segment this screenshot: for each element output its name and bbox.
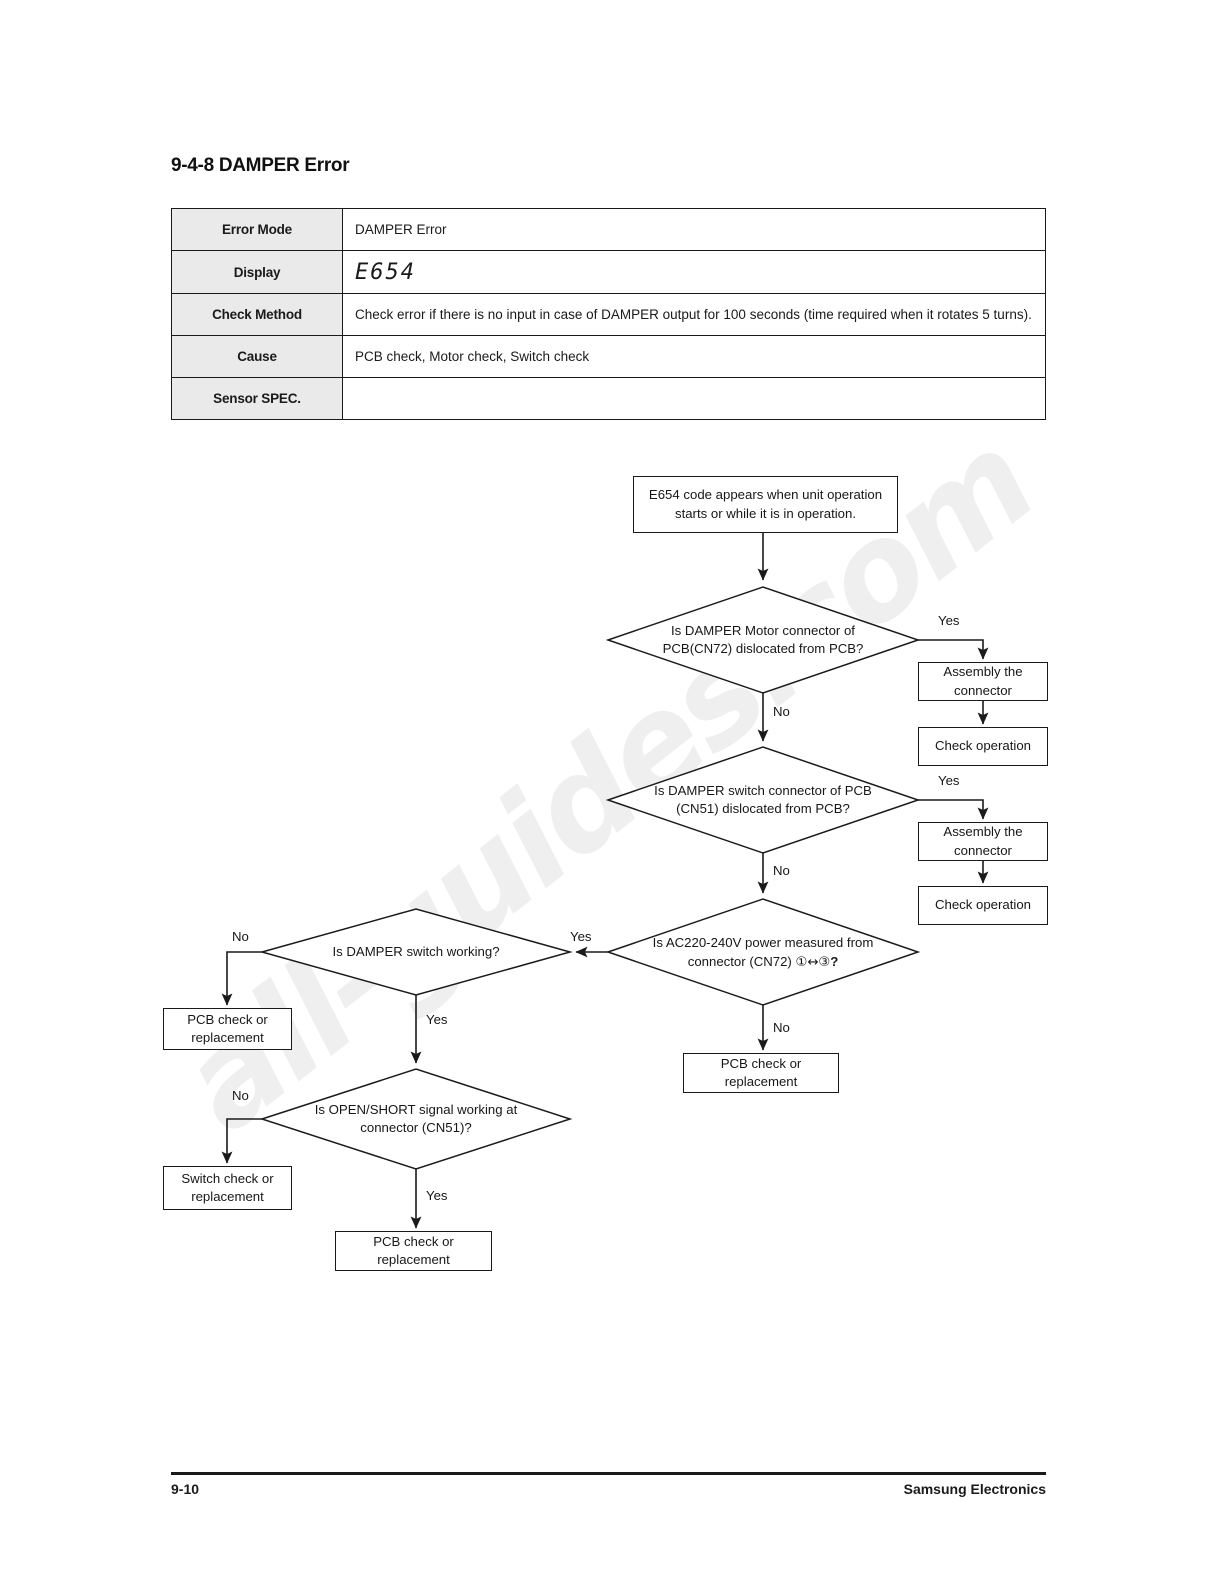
flow-node-d2-text: Is DAMPER switch connector of PCB (CN51)… (638, 770, 888, 830)
edge-label-d5-yes: Yes (426, 1188, 448, 1203)
row-value-sensor-spec (342, 377, 1046, 420)
edge-label-d2-no: No (773, 863, 790, 878)
edge-label-d5-no: No (232, 1088, 249, 1103)
decision-text-motor-connector: Is DAMPER Motor connector of PCB(CN72) d… (662, 622, 864, 656)
circled-one-icon: ① (795, 955, 808, 970)
table-row: Display E654 (171, 250, 1046, 294)
row-label-cause: Cause (171, 335, 343, 378)
decision-diamond-open-short (259, 1068, 573, 1170)
footer-company: Samsung Electronics (903, 1481, 1046, 1497)
edge-label-d1-no: No (773, 704, 790, 719)
row-label-error-mode: Error Mode (171, 208, 343, 251)
row-value-check-method: Check error if there is no input in case… (342, 293, 1046, 336)
table-row: Cause PCB check, Motor check, Switch che… (171, 335, 1046, 378)
row-value-display: E654 (342, 250, 1046, 294)
row-value-error-mode: DAMPER Error (342, 208, 1046, 251)
edge-label-d4-no: No (232, 929, 249, 944)
flow-node-start: E654 code appears when unit operation st… (633, 476, 898, 533)
flow-node-d2-yes-check: Check operation (918, 886, 1048, 925)
footer-page-number: 9-10 (171, 1481, 200, 1497)
table-row: Error Mode DAMPER Error (171, 208, 1046, 251)
flow-node-d3-no-box: PCB check or replacement (683, 1053, 839, 1093)
decision-text-ac-power-connector: connector (CN72) (687, 954, 796, 969)
flow-node-d4-text: Is DAMPER switch working? (296, 938, 536, 966)
decision-text-ac-power-line1: Is AC220-240V power measured from (652, 934, 874, 950)
flow-node-d5-yes-box: PCB check or replacement (335, 1231, 492, 1271)
edge-label-d1-yes: Yes (938, 613, 960, 628)
flow-node-d5-text: Is OPEN/SHORT signal working at connecto… (300, 1090, 532, 1148)
flow-node-d5-no-box: Switch check or replacement (163, 1166, 292, 1210)
footer-divider (171, 1472, 1046, 1475)
decision-text-switch-connector: Is DAMPER switch connector of PCB (CN51)… (654, 782, 872, 816)
edge-d4-no (221, 951, 262, 1006)
decision-diamond-damper-switch (259, 908, 573, 996)
decision-diamond-ac-power (605, 898, 921, 1006)
edge-d1-yes (918, 639, 989, 660)
flow-node-d2-yes-assembly: Assembly the connector (918, 822, 1048, 861)
row-label-display: Display (171, 250, 343, 294)
flow-node-d1-yes-check: Check operation (918, 727, 1048, 766)
edge-d5-no (221, 1118, 262, 1164)
table-row: Sensor SPEC. (171, 377, 1046, 420)
edge-label-d3-no: No (773, 1020, 790, 1035)
row-value-cause: PCB check, Motor check, Switch check (342, 335, 1046, 378)
table-row: Check Method Check error if there is no … (171, 293, 1046, 336)
error-spec-table: Error Mode DAMPER Error Display E654 Che… (171, 208, 1046, 420)
decision-text-ac-power-line2: connector (CN72) ①↔③? (682, 952, 845, 972)
row-label-sensor-spec: Sensor SPEC. (171, 377, 343, 420)
decision-text-open-short: Is OPEN/SHORT signal working at connecto… (314, 1101, 518, 1135)
double-arrow-icon: ↔ (807, 955, 819, 970)
edge-label-d4-yes: Yes (426, 1012, 448, 1027)
page-title: 9-4-8 DAMPER Error (171, 155, 350, 176)
row-label-check-method: Check Method (171, 293, 343, 336)
decision-text-ac-power-question-mark: ? (830, 954, 839, 969)
edge-d2-yes (918, 799, 989, 820)
edge-label-d2-yes: Yes (938, 773, 960, 788)
circled-three-icon: ③ (818, 955, 831, 970)
flow-node-d4-no-box: PCB check or replacement (163, 1008, 292, 1050)
flow-node-d1-yes-assembly: Assembly the connector (918, 662, 1048, 701)
flow-node-d1-text: Is DAMPER Motor connector of PCB(CN72) d… (638, 610, 888, 670)
lcd-error-code: E654 (355, 259, 416, 285)
edge-label-d3-yes: Yes (570, 929, 592, 944)
flow-node-d3-text: Is AC220-240V power measured from connec… (630, 925, 896, 981)
decision-text-damper-switch: Is DAMPER switch working? (332, 943, 500, 959)
